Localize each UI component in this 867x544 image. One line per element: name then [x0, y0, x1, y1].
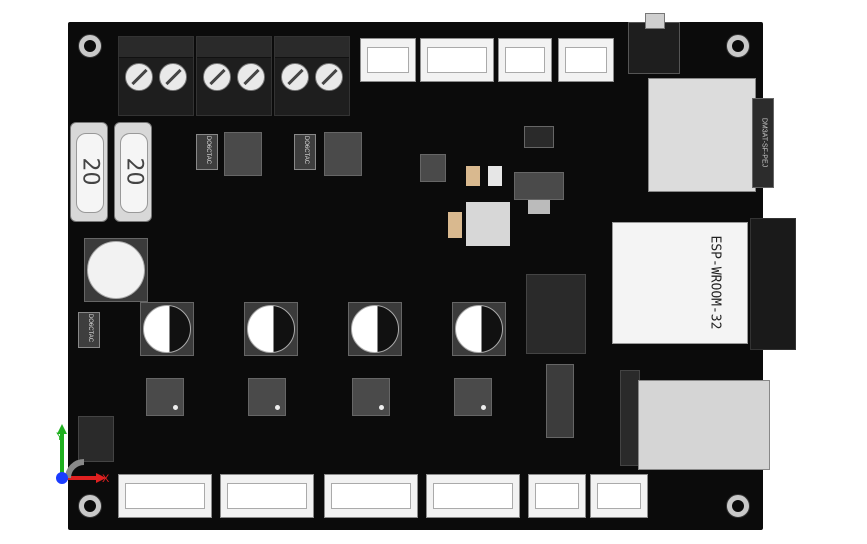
pcb-board: 20 20 DO6CTAC DO6CTAC DO6CTAC — [68, 13, 796, 530]
bottom-connector-1[interactable] — [118, 474, 212, 518]
smd-cap-c — [448, 212, 462, 238]
diode-label: DO6CTAC — [205, 135, 211, 165]
diode-2[interactable]: DO6CTAC — [294, 134, 316, 170]
diode-1[interactable]: DO6CTAC — [196, 134, 218, 170]
driver-chip-3[interactable] — [352, 378, 390, 416]
axis-triad-icon: Y X — [56, 424, 110, 485]
mounting-hole-top-right — [726, 34, 750, 58]
top-connector-2[interactable] — [420, 38, 494, 82]
sot-chip[interactable] — [524, 126, 554, 148]
screw-icon — [315, 63, 343, 91]
power-switch[interactable] — [628, 13, 680, 74]
x-axis-label: X — [102, 473, 110, 485]
mounting-hole-bottom-left — [78, 494, 102, 518]
screw-terminal-1[interactable] — [118, 36, 194, 116]
pin-header-left[interactable] — [78, 416, 114, 462]
driver-chip-4[interactable] — [454, 378, 492, 416]
usb-connector[interactable] — [638, 380, 770, 470]
mounting-hole-bottom-right — [726, 494, 750, 518]
inductor-1[interactable] — [224, 132, 262, 176]
bottom-connector-5[interactable] — [528, 474, 586, 518]
fuse-value: 20 — [121, 157, 147, 186]
rotation-arc — [65, 459, 85, 479]
antenna-area — [750, 218, 796, 350]
sd-slot-label: DM3AT-SF-PEJ — [760, 117, 768, 168]
driver-chip-2[interactable] — [248, 378, 286, 416]
regulator-chip[interactable] — [420, 154, 446, 182]
inductor-2[interactable] — [324, 132, 362, 176]
screw-icon — [159, 63, 187, 91]
capacitor-3[interactable] — [348, 302, 402, 356]
bottom-connector-3[interactable] — [324, 474, 418, 518]
fuse-2[interactable]: 20 — [114, 122, 152, 222]
bottom-connector-6[interactable] — [590, 474, 648, 518]
capacitor-1[interactable] — [140, 302, 194, 356]
sd-card-holder[interactable] — [648, 78, 756, 192]
smd-cap-b — [488, 166, 502, 186]
diode-label: DO6CTAC — [303, 135, 309, 165]
smd-cap-a — [466, 166, 480, 186]
sd-slot[interactable]: DM3AT-SF-PEJ — [752, 98, 774, 188]
bulk-capacitor[interactable] — [84, 238, 148, 302]
capacitor-2[interactable] — [244, 302, 298, 356]
screw-terminal-2[interactable] — [196, 36, 272, 116]
regulator-tab — [528, 200, 550, 214]
top-connector-4[interactable] — [558, 38, 614, 82]
driver-chip-1[interactable] — [146, 378, 184, 416]
bottom-connector-2[interactable] — [220, 474, 314, 518]
fuse-value: 20 — [77, 157, 103, 186]
diode-3[interactable]: DO6CTAC — [78, 312, 100, 348]
y-axis-head — [57, 424, 67, 434]
esp32-module[interactable]: ESP-WROOM-32 — [612, 222, 748, 344]
pin-header-block[interactable] — [526, 274, 586, 354]
screw-terminal-3[interactable] — [274, 36, 350, 116]
diode-label: DO6CTAC — [87, 313, 93, 343]
y-axis-label: Y — [56, 431, 64, 443]
x-axis-head — [96, 473, 106, 483]
fuse-1[interactable]: 20 — [70, 122, 108, 222]
logic-ic[interactable] — [546, 364, 574, 438]
capacitor-4[interactable] — [452, 302, 506, 356]
pin-header-right[interactable] — [620, 370, 640, 466]
module-label: ESP-WROOM-32 — [707, 235, 723, 330]
power-inductor[interactable] — [466, 202, 510, 246]
top-connector-3[interactable] — [498, 38, 552, 82]
bottom-connector-4[interactable] — [426, 474, 520, 518]
screw-icon — [237, 63, 265, 91]
screw-icon — [125, 63, 153, 91]
top-connector-1[interactable] — [360, 38, 416, 82]
z-axis-dot — [56, 472, 68, 484]
regulator-ldo[interactable] — [514, 172, 564, 200]
mounting-hole-top-left — [78, 34, 102, 58]
screw-icon — [203, 63, 231, 91]
screw-icon — [281, 63, 309, 91]
